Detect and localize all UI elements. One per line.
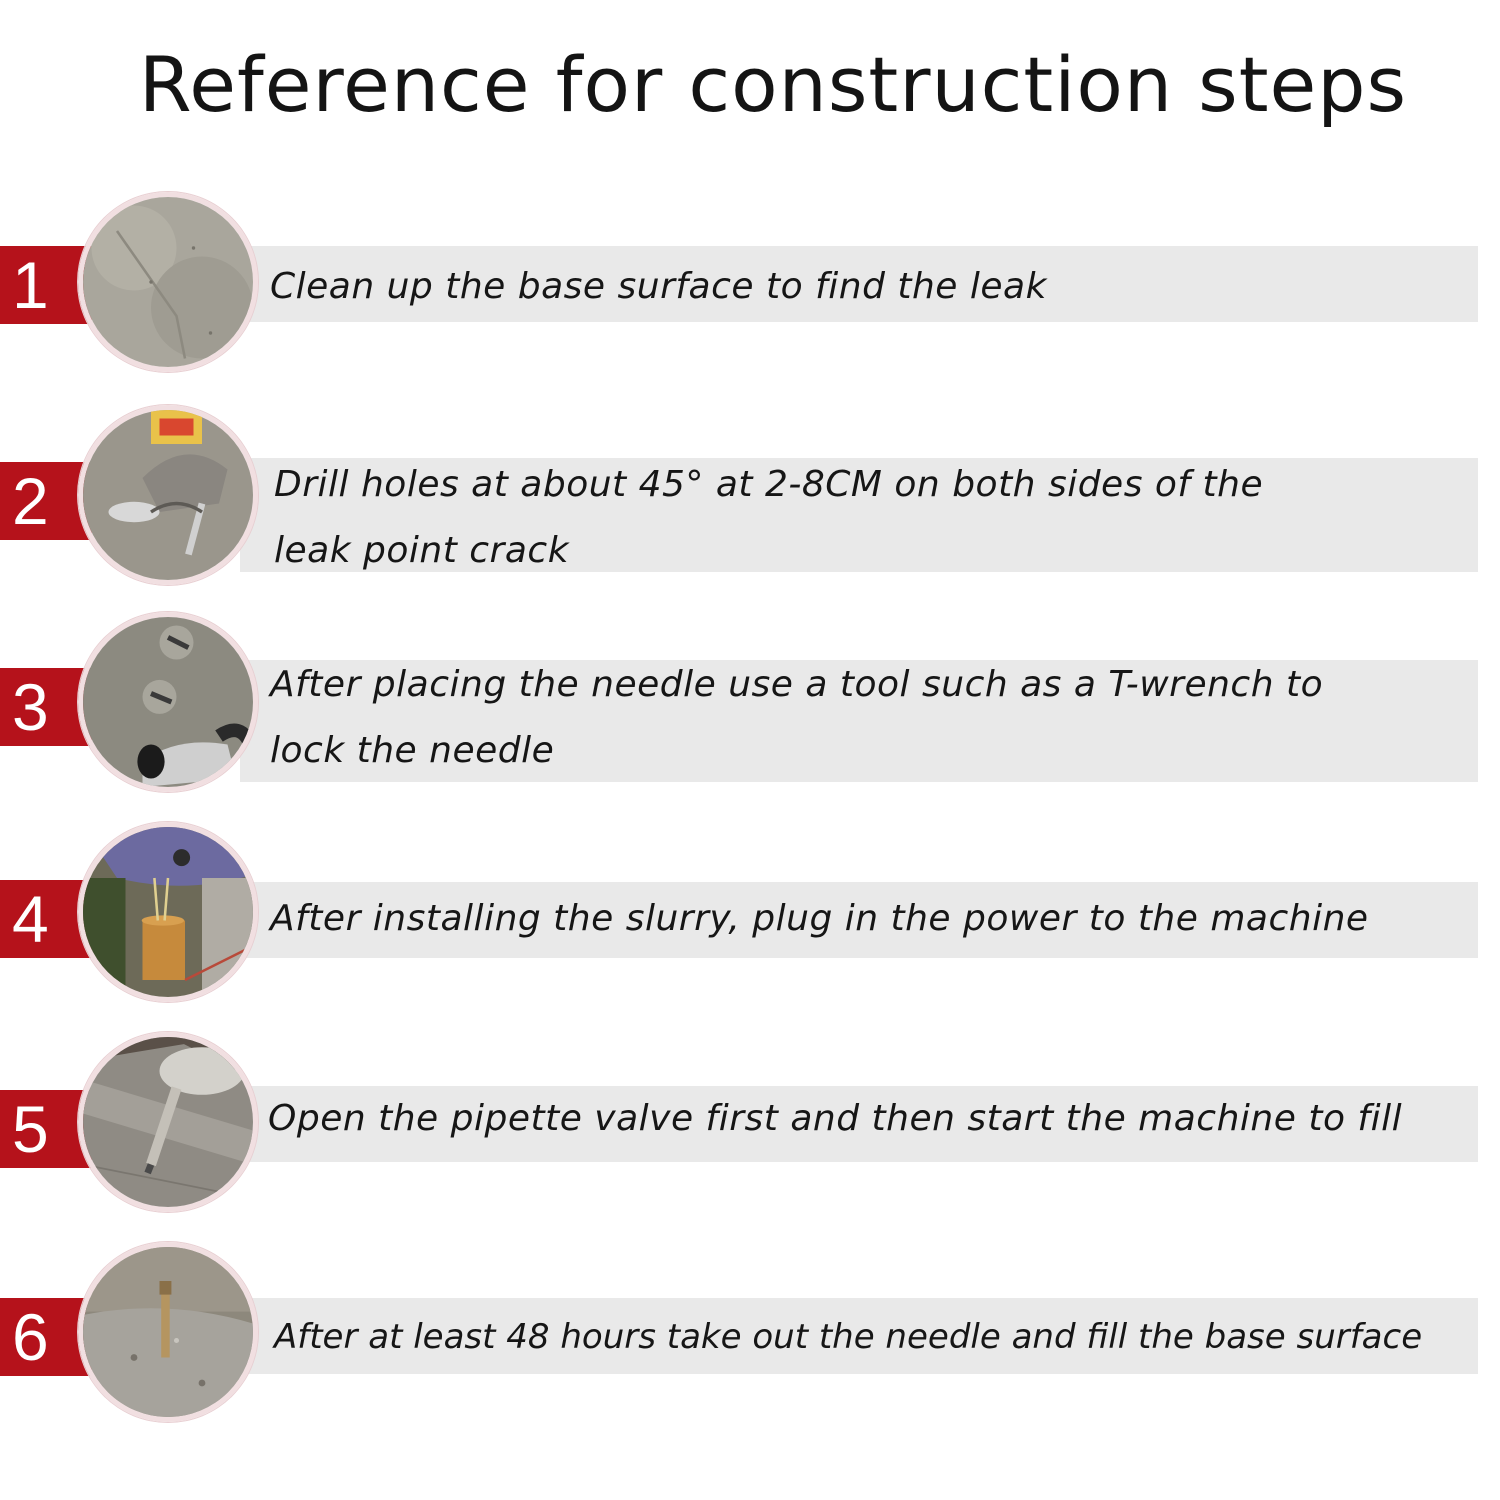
- step-text: Open the pipette valve first and then st…: [268, 1098, 1403, 1139]
- step-number-badge: 5: [0, 1090, 92, 1168]
- step-text-bar: [240, 458, 1478, 572]
- step-text: Clean up the base surface to find the le…: [270, 266, 1047, 307]
- needle-in-concrete-icon: [78, 1242, 258, 1422]
- step-text-bar: [240, 882, 1478, 958]
- step-text: After placing the needle use a tool such…: [270, 664, 1324, 771]
- step-text-bar: [240, 660, 1478, 782]
- step-text: Drill holes at about 45° at 2-8CM on bot…: [274, 464, 1264, 571]
- grouting-machine-icon: [78, 822, 258, 1002]
- step-text-bar: [240, 1086, 1478, 1162]
- wrench-icon: [78, 612, 258, 792]
- injection-nozzle-icon: [78, 1032, 258, 1212]
- step-number-badge: 4: [0, 880, 92, 958]
- step-number-badge: 2: [0, 462, 92, 540]
- drill-icon: [78, 405, 258, 585]
- step-text: After installing the slurry, plug in the…: [270, 898, 1369, 939]
- page-title: Reference for construction steps: [138, 40, 1408, 129]
- concrete-surface-icon: [78, 192, 258, 372]
- step-text-bar: [240, 1298, 1478, 1374]
- step-number-badge: 1: [0, 246, 92, 324]
- step-text: After at least 48 hours take out the nee…: [274, 1317, 1423, 1357]
- step-number-badge: 3: [0, 668, 92, 746]
- step-text-bar: [240, 246, 1478, 322]
- step-number-badge: 6: [0, 1298, 92, 1376]
